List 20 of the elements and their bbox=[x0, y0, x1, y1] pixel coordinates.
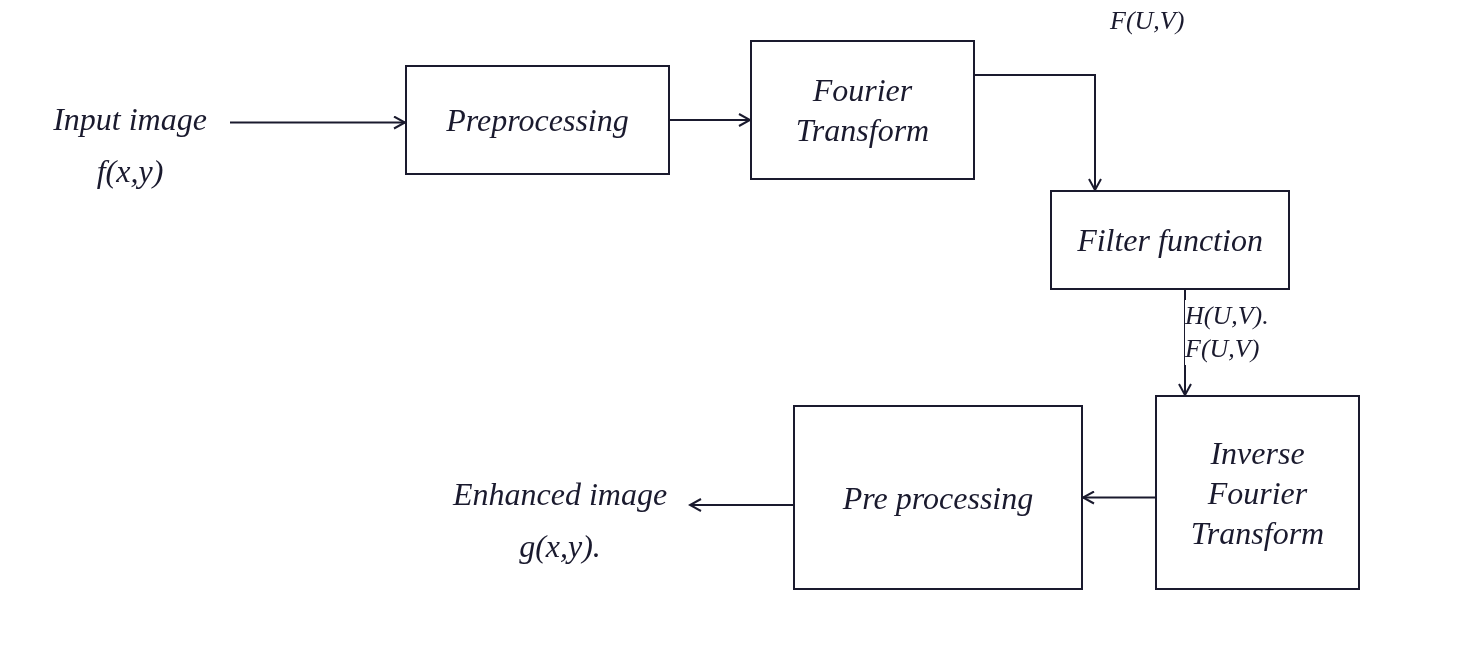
process-box bbox=[405, 65, 670, 175]
process-box bbox=[1050, 190, 1290, 290]
process-box bbox=[793, 405, 1083, 590]
node-label: Filter function bbox=[1077, 221, 1263, 260]
arrow bbox=[1082, 490, 1156, 505]
node-label: Preprocessing bbox=[446, 101, 629, 140]
function-label: f(x,y) bbox=[96, 152, 164, 191]
process-box bbox=[1155, 395, 1360, 590]
arrow bbox=[689, 498, 794, 512]
function-label: g(x,y). bbox=[519, 527, 601, 566]
node-label: Fourier Transform bbox=[794, 71, 931, 150]
arrow bbox=[669, 113, 751, 127]
arrow bbox=[1178, 289, 1192, 396]
node-label: Pre processing bbox=[842, 478, 1034, 518]
node-label: Inverse Fourier Transform bbox=[1189, 433, 1326, 553]
process-box bbox=[750, 40, 975, 180]
node-label: Input image bbox=[53, 100, 207, 139]
node-label: Enhanced image bbox=[452, 475, 668, 514]
arrow bbox=[974, 74, 1102, 191]
arrow bbox=[229, 115, 406, 130]
